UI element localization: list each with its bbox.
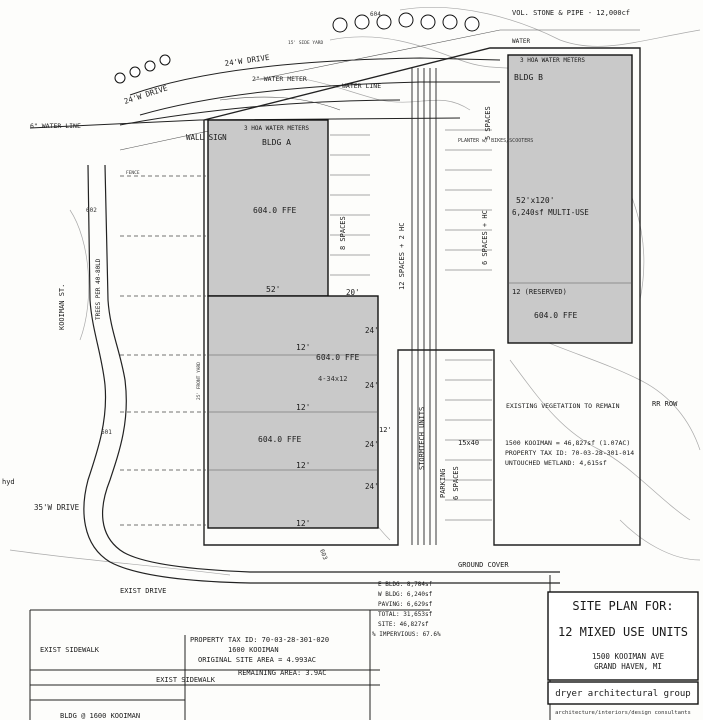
prop-east-line1: 1500 KOOIMAN = 46,827sf (1.07AC) [505,439,630,447]
hoa-meters-left: 3 HOA WATER METERS [244,125,309,132]
unit-dividers [208,282,632,471]
wall-sign: WALL SIGN [186,133,227,142]
stat-impervious: % IMPERVIOUS: 67.6% [372,631,441,638]
lower-lot-lines [29,575,551,720]
bldg-a-ffe-top: 604.0 FFE [253,206,297,215]
bldg-a-note: 4-34x12 [318,375,348,383]
dim-20: 20' [346,288,360,297]
dim-15x40: 15x40 [458,439,479,447]
prop-south-line2: 1600 KOOIMAN [228,646,279,654]
dim-12-r: 12' [379,426,392,434]
exist-sidewalk-1: EXIST SIDEWALK [40,646,100,654]
bldg-a-ffe-low: 604.0 FFE [258,435,302,444]
fence-lines [120,175,206,526]
dim-12-d: 12' [296,519,310,528]
bldg-b-use: 6,240sf MULTI-USE [512,208,589,217]
firm-subtitle: architecture/interiors/design consultant… [555,710,691,716]
bldg-b-reserved: 12 (RESERVED) [512,288,567,296]
spaces-5: 5 SPACES [484,106,492,140]
side-yard: 15' SIDE YARD [288,40,324,46]
spot-604: 604 [370,11,381,18]
drive-24w-left: 24'W DRIVE [123,83,169,106]
firm-name: dryer architectural group [555,689,690,699]
bldg-b-ffe: 604.0 FFE [534,311,578,320]
stormtech-channel [411,68,437,545]
hoa-meters-right: 3 HOA WATER METERS [520,57,585,64]
stat-total: TOTAL: 31,653sf [378,611,433,618]
building-b [507,54,633,344]
exist-drive: EXIST DRIVE [120,587,166,595]
prop-south-line1: PROPERTY TAX ID: 70-03-28-301-020 [190,636,329,644]
bldg-a-ffe-mid: 604.0 FFE [316,353,360,362]
dim-24-c: 24' [365,440,379,449]
dim-24-d: 24' [365,482,379,491]
site-statistics: E BLDG: 8,784sf W BLDG: 6,240sf PAVING: … [372,581,441,638]
dim-24-b: 24' [365,381,379,390]
spaces-8: 8 SPACES [339,216,347,250]
water-meter-2in: 2" WATER METER [252,75,307,83]
dim-12-b: 12' [296,403,310,412]
vol-stone-note: VOL. STONE & PIPE - 12,000cf [512,9,630,17]
address-line-2: GRAND HAVEN, MI [594,662,662,671]
stormtech-label: STORMTECH UNITS [418,407,426,470]
front-yard: 25' FRONT YARD [196,362,202,400]
fence-label: FENCE [126,170,140,176]
stat-w-bldg: W BLDG: 6,240sf [378,591,433,598]
prop-east-line2: PROPERTY TAX ID: 70-03-28-301-014 [505,449,634,457]
bldg-b-label: BLDG B [514,73,543,82]
dim-12-c: 12' [296,461,310,470]
spot-602: 602 [86,207,97,214]
vegetation-note: EXISTING VEGETATION TO REMAIN [506,402,620,410]
spaces-6-hc: 6 SPACES + HC [481,210,489,265]
spot-601: 601 [101,429,112,436]
water-line: 6" WATER LINE [30,122,81,130]
hydrant: hyd [2,478,15,486]
dim-12-a: 12' [296,343,310,352]
prop-south-line3: ORIGINAL SITE AREA = 4.993AC [198,656,316,664]
prop-south-line4: REMAINING AREA: 3.9AC [238,669,327,677]
bldg-a-label: BLDG A [262,138,291,147]
property-line [203,47,641,546]
parking-label: PARKING [439,468,447,498]
title-block [547,591,699,681]
drive-35w: 35'W DRIVE [34,503,80,512]
spaces-12-hc: 12 SPACES + 2 HC [398,223,406,290]
ground-cover: GROUND COVER [458,561,509,569]
bike-planter: PLANTER w/ BIKES/SCOOTERS [458,138,533,144]
trees-note: TREES PER 40-80LD [95,258,102,320]
parking-stalls [330,129,492,521]
dim-52: 52' [266,285,280,294]
stat-site: SITE: 46,827sf [378,621,429,628]
spaces-6: 6 SPACES [452,466,460,500]
kooiman-street-label: KOOIMAN ST. [58,284,66,330]
exist-sidewalk-2: EXIST SIDEWALK [156,676,216,684]
title-line-2: 12 MIXED USE UNITS [558,625,688,639]
stat-paving: PAVING: 6,629sf [378,601,433,608]
rr-row: RR ROW [652,400,678,408]
drive-24w-top: 24'W DRIVE [224,53,270,68]
upper-drive [29,29,640,129]
prop-east-line3: UNTOUCHED WETLAND: 4,615sf [505,459,607,467]
spot-603: 603 [318,548,328,561]
stat-e-bldg: E BLDG: 8,784sf [378,581,433,588]
dim-24-a: 24' [365,326,379,335]
bldg-1600: BLDG @ 1600 KOOIMAN [60,712,140,720]
firm-block [547,681,699,705]
address-line-1: 1500 KOOIMAN AVE [592,652,665,661]
title-line-1: SITE PLAN FOR: [572,599,673,613]
water-line-top: WATER LINE [342,82,381,90]
water-right: WATER [512,38,530,45]
building-a-north [207,119,329,297]
bldg-b-size: 52'x120' [516,196,555,205]
tree-row-top [114,12,480,84]
